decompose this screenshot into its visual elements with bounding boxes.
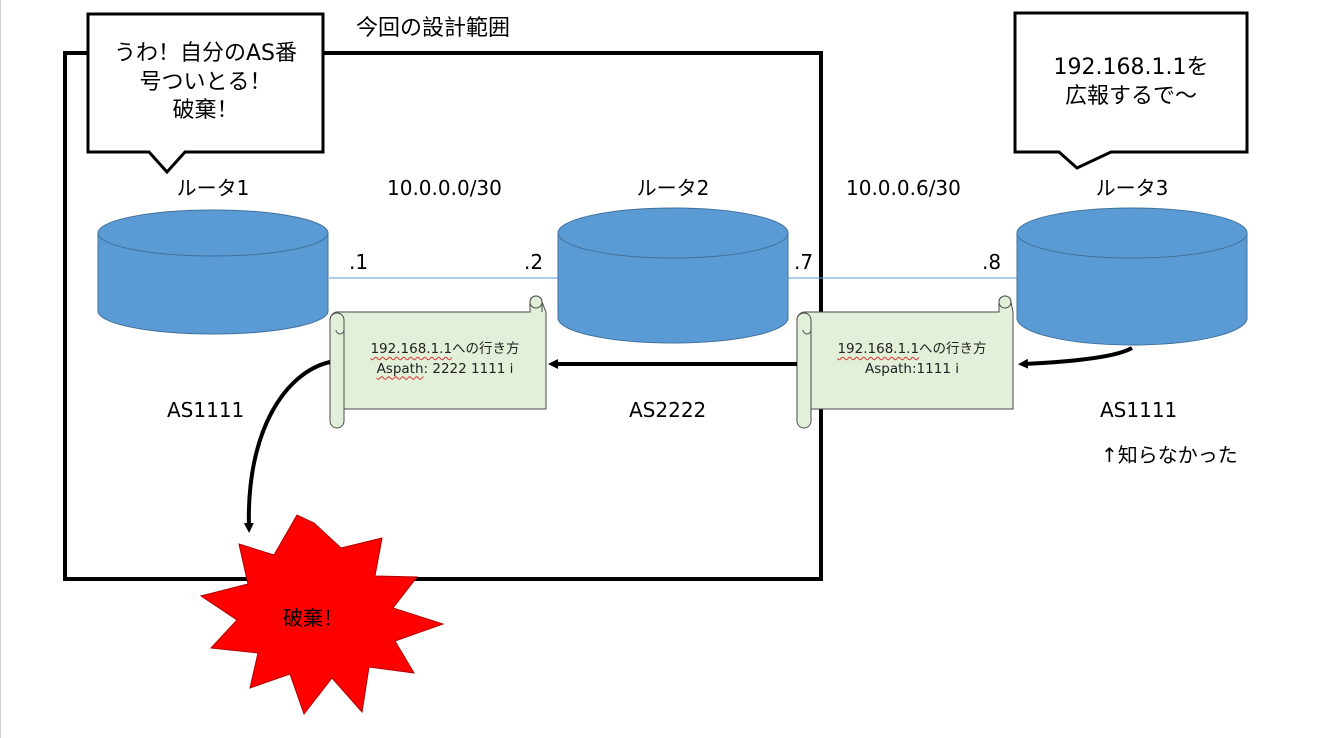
router3-interface-addr: .8 [982, 250, 1002, 274]
router1-interface-addr: .1 [349, 250, 369, 274]
speech-bubble-router1 [86, 12, 325, 175]
router2-as: AS2222 [629, 398, 707, 422]
arrow-to-discard [243, 360, 331, 533]
route-scroll-right [796, 295, 1014, 429]
link2-network: 10.0.0.6/30 [846, 176, 961, 200]
router1-bubble-line-2: 号ついとる！ [139, 69, 272, 95]
router2-left-interface-addr: .2 [524, 250, 544, 274]
link1-network: 10.0.0.0/30 [387, 176, 502, 200]
route-scroll-right-text: 192.168.1.1への行き方 Aspath:1111 i [811, 340, 1013, 379]
scroll-right-prefix: 192.168.1.1 [837, 341, 920, 357]
speech-bubble-router3 [1013, 11, 1249, 170]
router3-as-note: ↑知らなかった [1101, 443, 1238, 467]
router2-icon [557, 207, 789, 344]
router1-bubble-line-1: うわ！自分のAS番 [113, 41, 297, 66]
router1-name: ルータ1 [176, 176, 250, 200]
router1-bubble-line-3: 破棄！ [172, 98, 239, 124]
router3-bubble-line-1: 192.168.1.1を [1053, 55, 1209, 80]
router1-as: AS1111 [167, 398, 245, 422]
discard-burst-label: 破棄！ [283, 606, 343, 630]
route-scroll-left [329, 295, 547, 429]
scroll-left-aspath-label: Aspath [376, 360, 424, 377]
router1-icon [97, 209, 329, 335]
design-scope-label: 今回の設計範囲 [356, 16, 511, 41]
scroll-left-aspath-value: : 2222 1111 i [423, 360, 514, 377]
router3-as: AS1111 [1100, 398, 1178, 422]
scroll-left-prefix: 192.168.1.1 [370, 341, 453, 357]
router3-name: ルータ3 [1095, 176, 1169, 200]
scroll-right-dest: への行き方 [919, 341, 987, 357]
arrow-router3-to-scroll [1018, 346, 1133, 369]
router3-bubble-line-2: 広報するで～ [1064, 83, 1197, 109]
router1-bubble-text: うわ！自分のAS番 号ついとる！ 破棄！ [88, 40, 323, 126]
router3-icon [1016, 207, 1248, 346]
router3-bubble-text: 192.168.1.1を 広報するで～ [1015, 54, 1247, 111]
scroll-right-aspath-value: :1111 i [912, 360, 959, 377]
router2-name: ルータ2 [636, 176, 710, 200]
scroll-right-aspath-label: Aspath [865, 360, 912, 377]
discard-burst [199, 514, 445, 716]
router2-right-interface-addr: .7 [794, 250, 814, 274]
route-scroll-left-text: 192.168.1.1への行き方 Aspath: 2222 1111 i [344, 340, 546, 379]
scroll-left-dest: への行き方 [452, 341, 520, 357]
